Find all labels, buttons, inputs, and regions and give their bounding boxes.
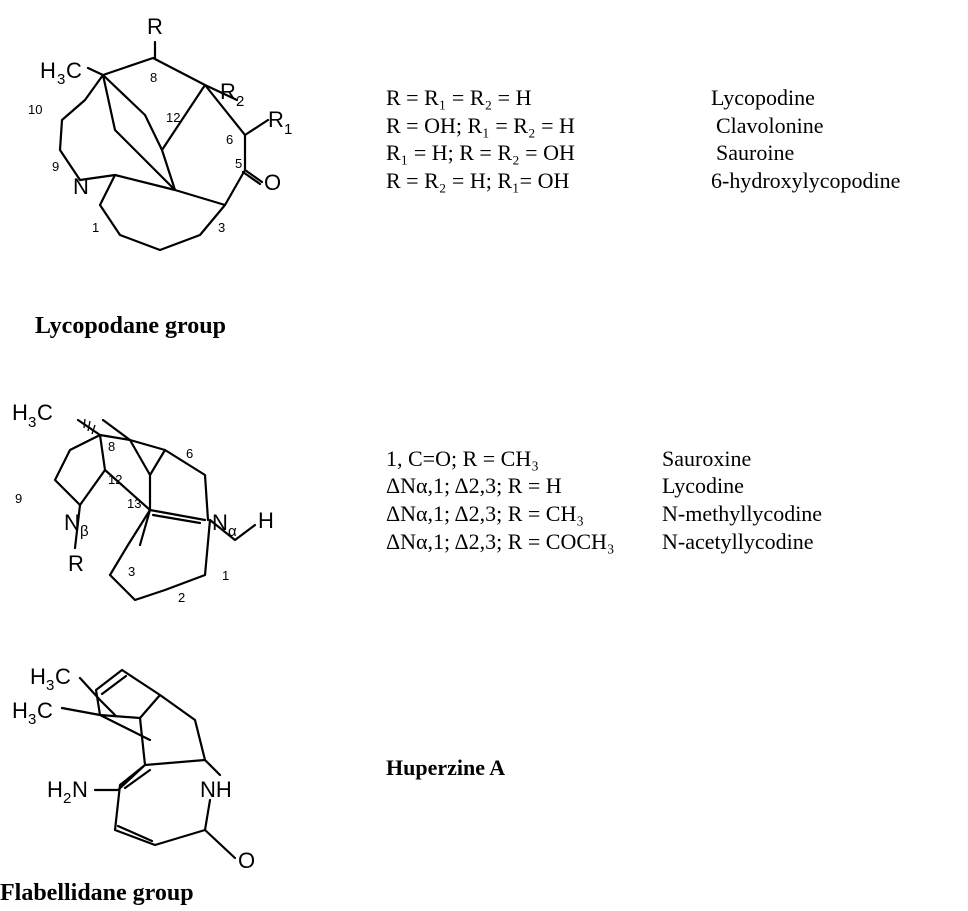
h3c-sub: 3	[28, 711, 36, 728]
h3c-sub: 3	[46, 677, 54, 694]
r-atom: R	[147, 14, 163, 39]
h2n-sub: 2	[63, 790, 71, 807]
huperzine-structure: H 3 C H 3 C H 2 N NH O	[12, 664, 255, 873]
formula: R₁ = H; R = R₂ = OH	[386, 140, 575, 165]
alpha-sub: α	[228, 523, 237, 540]
h3c-sub: 3	[57, 71, 65, 88]
r-atom: R	[68, 551, 84, 576]
huperzine-bonds	[60, 668, 237, 860]
locant: 10	[28, 102, 42, 117]
beta-sub: β	[80, 523, 89, 540]
n-beta-n: N	[64, 510, 80, 535]
h3c-h: H	[40, 58, 56, 83]
lycodine-bonds	[53, 418, 257, 602]
lycopodane-bonds	[58, 40, 264, 252]
hydrogen-atom: H	[258, 508, 274, 533]
locant: 9	[52, 159, 59, 174]
h3c-c: C	[55, 664, 71, 689]
h3c-atom: H 3 C	[30, 664, 71, 694]
hash-line	[91, 424, 96, 435]
formula: R = R₁ = R₂ = H	[386, 85, 532, 110]
locant: 8	[108, 439, 115, 454]
locant: 6	[226, 132, 233, 147]
locant: 1	[222, 568, 229, 583]
locant: 2	[178, 590, 185, 605]
hash-line	[87, 420, 91, 432]
lycodine-structure: H 3 C H N α N β R 8 6 12 9 13 3 1 2	[12, 400, 274, 605]
formula: ΔNα,1; Δ2,3; R = CH₃	[386, 501, 584, 526]
h3c-h: H	[12, 698, 28, 723]
compound-name: 6-hydroxylycopodine	[711, 168, 900, 193]
r1-r: R	[268, 107, 284, 132]
huperzine-label: Huperzine A	[386, 755, 505, 780]
oxygen-atom: O	[238, 848, 255, 873]
lycopodane-structure: R H 3 C R 2 R 1 O N 8 10 12 6 5 9 1 3	[28, 14, 292, 252]
formula: R = OH; R₁ = R₂ = H	[386, 113, 575, 138]
formula: ΔNα,1; Δ2,3; R = H	[386, 473, 562, 498]
locant: 1	[92, 220, 99, 235]
r1-atom: R 1	[268, 107, 292, 138]
formula: ΔNα,1; Δ2,3; R = COCH₃	[386, 529, 615, 554]
h3c-atom: H 3 C	[40, 58, 82, 88]
locant: 3	[218, 220, 225, 235]
compound-name: N-acetyllycodine	[662, 529, 814, 554]
lycopodane-group-label: Lycopodane group	[35, 313, 226, 339]
locant: 8	[150, 70, 157, 85]
h3c-c: C	[37, 400, 53, 425]
h3c-h: H	[30, 664, 46, 689]
methyl-wedge	[79, 418, 101, 436]
n-alpha-atom: N α	[212, 510, 237, 540]
h3c-atom: H 3 C	[12, 698, 53, 728]
hash-line	[79, 420, 101, 436]
lycopodane-table: R = R₁ = R₂ = H Lycopodine R = OH; R₁ = …	[386, 85, 900, 193]
r1-bond	[243, 118, 270, 137]
r1-sub: 1	[284, 121, 292, 138]
nitrogen-atom: N	[73, 174, 89, 199]
h3c-sub: 3	[28, 414, 36, 431]
n-alpha-n: N	[212, 510, 228, 535]
h3c-c: C	[66, 58, 82, 83]
compound-name: Sauroine	[716, 140, 794, 165]
h3c-c: C	[37, 698, 53, 723]
compound-name: Clavolonine	[716, 113, 824, 138]
formula: 1, C=O; R = CH₃	[386, 446, 539, 471]
locant: 12	[166, 110, 180, 125]
n-beta-atom: N β	[64, 510, 89, 540]
locant: 6	[186, 446, 193, 461]
locant: 13	[127, 496, 141, 511]
locant: 5	[235, 156, 242, 171]
lycodine-table: 1, C=O; R = CH₃ Sauroxine ΔNα,1; Δ2,3; R…	[386, 446, 822, 554]
h3c-atom: H 3 C	[12, 400, 53, 431]
amine-atom: H 2 N	[47, 777, 88, 807]
locant: 3	[128, 564, 135, 579]
r2-r: R	[220, 79, 236, 104]
formula: R = R₂ = H; R₁= OH	[386, 168, 569, 193]
flabellidane-group-label: Flabellidane group	[0, 880, 194, 906]
oxygen-atom: O	[264, 170, 281, 195]
compound-name: Sauroxine	[662, 446, 751, 471]
r2-sub: 2	[236, 93, 244, 110]
nh-atom: NH	[200, 777, 232, 802]
r2-atom: R 2	[220, 79, 244, 110]
h3c-h: H	[12, 400, 28, 425]
locant: 9	[15, 491, 22, 506]
compound-name: Lycopodine	[711, 85, 815, 110]
compound-name: N-methyllycodine	[662, 501, 822, 526]
h2n-n: N	[72, 777, 88, 802]
compound-name: Lycodine	[662, 473, 744, 498]
hash-line	[83, 418, 86, 429]
locant: 12	[108, 472, 122, 487]
h2n-h: H	[47, 777, 63, 802]
